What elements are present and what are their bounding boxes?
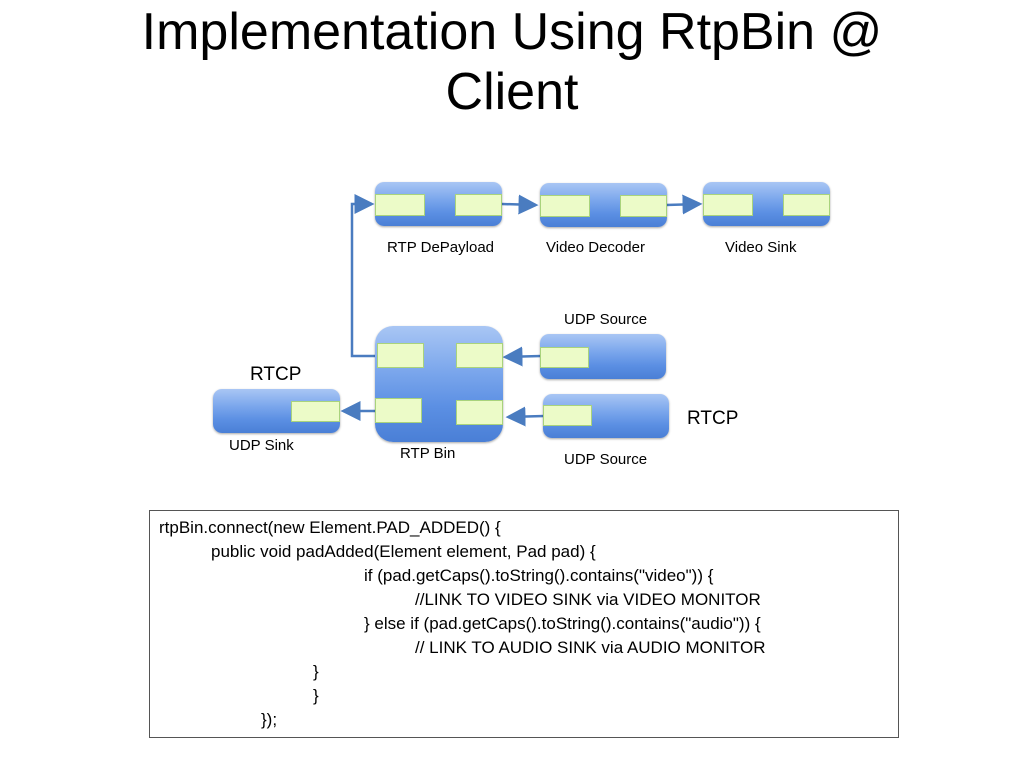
arrow-udpsource-to-rtpbin-top [502,346,542,367]
arrow-udpsource-to-rtpbin-bottom [505,406,545,427]
udp-source-top-label: UDP Source [564,311,648,328]
code-line: if (pad.getCaps().toString().contains("v… [364,566,714,585]
udp-source-bottom-label: UDP Source [564,451,648,468]
video-decoder-label: Video Decoder [546,239,645,256]
udp-source-bottom-element [543,394,669,438]
code-line: } [313,686,319,705]
code-line: rtpBin.connect(new Element.PAD_ADDED() { [159,518,501,537]
video-sink-element [703,182,830,226]
code-line: public void padAdded(Element element, Pa… [211,542,596,561]
video-decoder-element [540,183,667,227]
arrow-rtpbin-to-depayload [350,194,378,358]
arrow-decoder-to-sink [665,194,703,215]
code-line: //LINK TO VIDEO SINK via VIDEO MONITOR [415,590,761,609]
rtp-depayload-element [375,182,502,226]
rtp-depayload-label: RTP DePayload [387,239,495,256]
video-sink-label: Video Sink [725,239,797,256]
src-pad [620,195,667,217]
rtp-bin-label: RTP Bin [400,445,456,462]
arrow-depayload-to-decoder [501,194,539,215]
code-line: // LINK TO AUDIO SINK via AUDIO MONITOR [415,638,766,657]
udp-sink-element [213,389,340,433]
udp-sink-label: UDP Sink [229,437,294,454]
title-line-1: Implementation Using RtpBin @ [141,3,883,61]
extra-pad [783,194,830,216]
recv-rtp-sink-pad [456,343,503,368]
code-snippet-box: rtpBin.connect(new Element.PAD_ADDED() {… [149,510,899,738]
rtp-bin-element [375,326,503,442]
sink-pad [703,194,753,216]
sink-pad [291,401,340,422]
title-line-2: Client [445,63,579,121]
sink-pad [375,194,425,216]
src-pad [543,405,592,426]
code-line: } [313,662,319,681]
src-pad [540,347,589,368]
rtcp-left-label: RTCP [250,364,302,385]
src-pad [455,194,502,216]
code-line: }); [261,710,278,729]
recv-rtp-src-pad [377,343,424,368]
recv-rtcp-sink-pad [456,400,503,425]
slide-title: Implementation Using RtpBin @ Client [0,2,1024,122]
rtcp-right-label: RTCP [687,408,739,429]
sink-pad [540,195,590,217]
udp-source-top-element [540,334,666,379]
send-rtcp-src-pad [375,398,422,423]
code-line: } else if (pad.getCaps().toString().cont… [364,614,761,633]
